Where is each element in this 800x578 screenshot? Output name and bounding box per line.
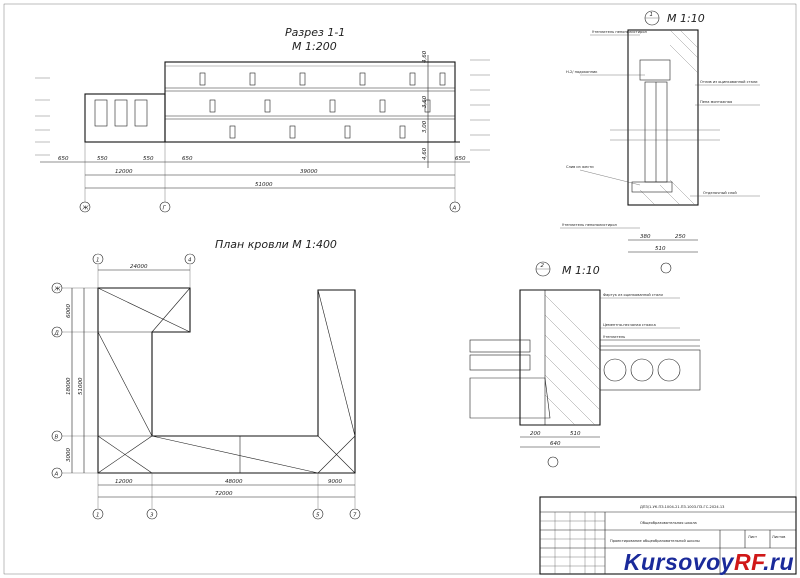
stamp-subtitle: Общеобразовательная школа — [640, 521, 697, 525]
title-block: ДПЗ/1-УК.ПЗ.1004-21.ПЗ.1003.ПЗ-ГС-2024.1… — [539, 496, 797, 575]
section-dim-2: 550 — [97, 156, 108, 162]
section-height-3: 3,00 — [422, 120, 428, 133]
roof-top-dim: 24000 — [130, 264, 148, 270]
main-building-block — [164, 61, 456, 143]
detail2-callout-3: Утеплитель — [603, 335, 625, 339]
detail1-callout-1: Утеплитель пенополистирол — [592, 30, 647, 34]
roof-bottom-axis-7: 7 — [353, 513, 357, 519]
roof-bottom-axis-3: 3 — [150, 513, 154, 519]
roof-left-dim-3: 3000 — [66, 448, 72, 462]
stamp-name: Проектирование общеобразовательной школы — [610, 539, 700, 543]
roof-left-axis-v: В — [55, 435, 59, 441]
detail2-dim-2: 510 — [570, 431, 581, 437]
kursovoyrf-watermark: KursovoyRF.ru — [623, 549, 794, 575]
roof-top-axis-4: 4 — [188, 258, 192, 264]
section-height-2: 3,60 — [422, 95, 428, 108]
roof-outline — [97, 287, 356, 474]
low-building-block — [84, 93, 166, 143]
section-title: Разрез 1-1 — [285, 26, 345, 39]
detail1-dim-3: 510 — [655, 246, 666, 252]
roof-bottom-dim-2: 48000 — [225, 479, 243, 485]
detail2-hollow-slab — [599, 349, 701, 391]
section-dim-3: 550 — [143, 156, 154, 162]
stamp-sheet-label: Лист — [748, 535, 757, 539]
roof-plan: План кровли М 1:400 1 4 24000 Ж — [51, 238, 361, 520]
section-total: 51000 — [255, 182, 273, 188]
detail2-callout-1: Фартук из оцинкованной стали — [603, 293, 663, 297]
detail1-callout-7: Отделочный слой — [703, 191, 737, 195]
section-axis-g: Г — [163, 206, 167, 212]
roof-left-total: 51000 — [78, 377, 84, 395]
detail-2: 2 М 1:10 Фартук из оцинкованной стали Це… — [469, 261, 701, 468]
detail2-dim-1: 200 — [530, 431, 541, 437]
roof-left-dim-2: 18000 — [66, 377, 72, 395]
section-span-39000: 39000 — [300, 169, 318, 175]
roof-plan-title: План кровли М 1:400 — [215, 238, 337, 251]
roof-left-axis-a: А — [54, 472, 59, 478]
section-1-1: Разрез 1-1 М 1:200 — [35, 26, 490, 213]
roof-top-axis-1: 1 — [96, 258, 100, 264]
roof-bottom-axis-1: 1 — [96, 513, 100, 519]
detail1-wall — [627, 29, 699, 206]
detail1-callout-4: Пена монтажная — [700, 100, 732, 104]
detail1-callout-5: Слив из жести — [566, 165, 594, 169]
detail1-callout-6: Утеплитель пенополистирол — [562, 223, 617, 227]
roof-bottom-dim-3: 9000 — [328, 479, 342, 485]
detail-1: 1 М 1:10 Утеплитель пенополистирол Н-2/ … — [560, 10, 760, 274]
detail2-scale: М 1:10 — [562, 264, 600, 277]
detail1-marker: 1 — [650, 12, 654, 18]
roof-left-axis-d: Д — [54, 331, 60, 337]
section-span-12000: 12000 — [115, 169, 133, 175]
detail1-dim-1: 380 — [640, 234, 651, 240]
section-axis-zh: Ж — [82, 206, 90, 212]
roof-left-axis-zh: Ж — [54, 287, 62, 293]
detail2-wall — [519, 289, 601, 426]
detail2-callout-2: Цементно-песчаная стяжка — [603, 323, 656, 327]
detail2-dim-3: 640 — [550, 441, 561, 447]
sheet-frame — [3, 3, 797, 575]
roof-bottom-total: 72000 — [215, 491, 233, 497]
section-scale: М 1:200 — [292, 40, 337, 53]
section-dim-4: 650 — [182, 156, 193, 162]
detail1-callout-2: Н-2/ подоконник — [566, 70, 598, 74]
section-height-1: 4,60 — [422, 50, 428, 63]
section-axis-a: А — [452, 206, 457, 212]
section-height-4: 4,60 — [422, 147, 428, 160]
roof-left-dim-1: 6000 — [66, 304, 72, 318]
detail1-dim-2: 250 — [675, 234, 686, 240]
section-dim-5: 650 — [455, 156, 466, 162]
section-dim-1: 650 — [58, 156, 69, 162]
roof-bottom-axis-5: 5 — [316, 513, 320, 519]
detail2-marker: 2 — [541, 263, 545, 269]
stamp-sheets-label: Листов — [772, 535, 785, 539]
detail1-callout-3: Отлив из оцинкованной стали — [700, 80, 758, 84]
detail1-scale: М 1:10 — [667, 12, 705, 25]
stamp-code: ДПЗ/1-УК.ПЗ.1004-21.ПЗ.1003.ПЗ-ГС-2024.1… — [640, 505, 724, 509]
roof-bottom-dim-1: 12000 — [115, 479, 133, 485]
